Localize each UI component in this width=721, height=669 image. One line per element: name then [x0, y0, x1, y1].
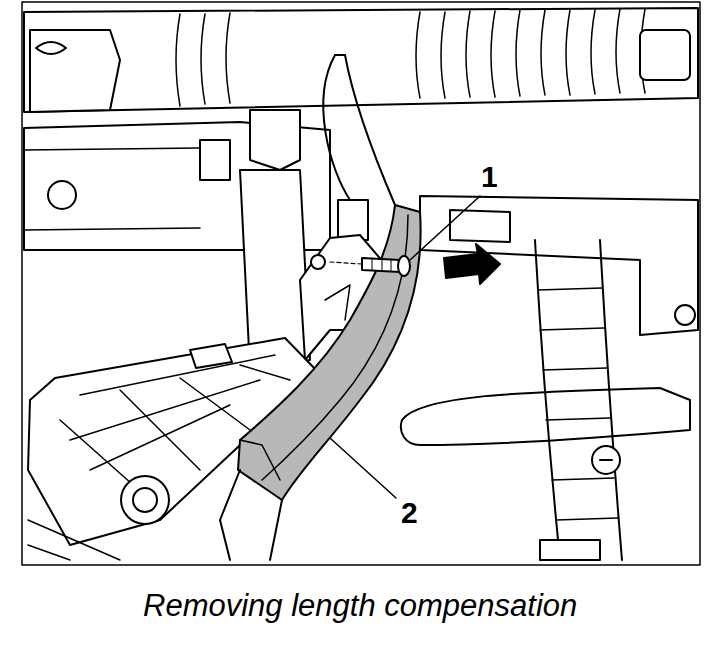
callout-number: 1 — [478, 160, 501, 193]
callout-number: 2 — [398, 496, 421, 529]
figure-caption: Removing length compensation — [143, 587, 577, 624]
